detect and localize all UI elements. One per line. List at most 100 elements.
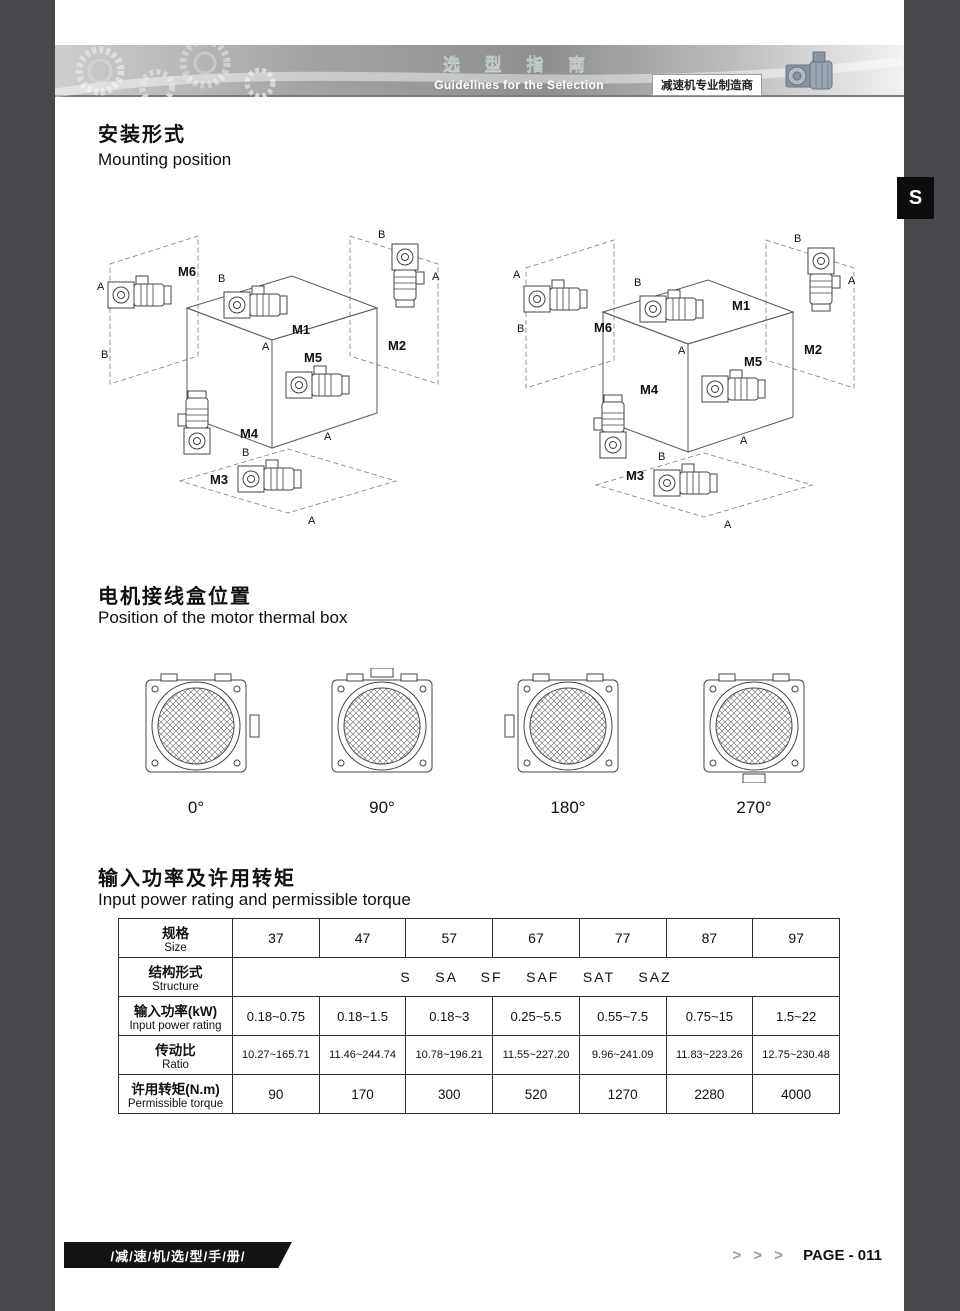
svg-text:B: B xyxy=(634,277,641,289)
svg-text:B: B xyxy=(218,273,225,285)
m1-label: M1 xyxy=(292,322,310,337)
power-title-cn: 输入功率及许用转矩 xyxy=(98,868,296,890)
product-photo xyxy=(785,51,833,90)
thermal-view-90: 90° xyxy=(316,667,448,818)
mounting-title-cn: 安装形式 xyxy=(98,124,186,146)
angle-label: 180° xyxy=(550,798,586,817)
m3-label: M3 xyxy=(626,468,644,483)
table-row-torque: 许用转矩(N.m) Permissible torque 90 170 300 … xyxy=(118,1074,840,1114)
svg-text:A: A xyxy=(262,341,270,353)
svg-text:A: A xyxy=(678,345,686,357)
footer-manual-bar: /减/速/机/选/型/手/册/ xyxy=(64,1242,292,1268)
table-cell: 10.27~165.71 xyxy=(232,1035,320,1075)
table-cell: 1.5~22 xyxy=(752,996,840,1036)
table-cell: 57 xyxy=(405,918,494,958)
table-cell: 90 xyxy=(232,1074,320,1114)
m5-label: M5 xyxy=(304,350,322,365)
table-cell: 10.78~196.21 xyxy=(405,1035,494,1075)
row-header-structure: 结构形式 Structure xyxy=(118,957,233,997)
svg-text:B: B xyxy=(101,349,108,361)
m1-label: M1 xyxy=(732,298,750,313)
svg-text:B: B xyxy=(378,229,385,241)
header-band: 选 型 指 南 Guidelines for the Selection 减速机… xyxy=(55,45,904,97)
svg-text:B: B xyxy=(517,323,524,335)
mounting-diagram-left: M6 A B M1 B A M2 B A M5 A M4 M3 B A xyxy=(97,229,440,527)
footer-page-number: PAGE - 011 xyxy=(803,1247,882,1264)
table-row-ratio: 传动比 Ratio 10.27~165.71 11.46~244.74 10.7… xyxy=(118,1035,840,1075)
table-cell: 0.55~7.5 xyxy=(578,996,667,1036)
gearbox-front-view-icon xyxy=(504,673,619,773)
m5-label: M5 xyxy=(744,354,762,369)
table-cell: 77 xyxy=(578,918,667,958)
header-title: 选 型 指 南 Guidelines for the Selection xyxy=(434,50,604,92)
footer-arrows: > > > xyxy=(732,1247,788,1264)
header-title-cn: 选 型 指 南 xyxy=(442,55,596,74)
table-cell: 520 xyxy=(492,1074,580,1114)
thermal-view-270: 270° xyxy=(688,668,820,818)
svg-text:B: B xyxy=(794,233,801,245)
table-cell: 9.96~241.09 xyxy=(578,1035,667,1075)
thermal-title-cn: 电机接线盒位置 xyxy=(98,586,252,608)
svg-text:B: B xyxy=(242,447,249,459)
row-header-size: 规格 Size xyxy=(118,918,233,958)
thermal-view-180: 180° xyxy=(502,668,634,818)
m2-label: M2 xyxy=(804,342,822,357)
svg-text:A: A xyxy=(97,281,105,293)
table-cell: 11.83~223.26 xyxy=(665,1035,754,1075)
table-cell: 2280 xyxy=(665,1074,754,1114)
table-cell: 1270 xyxy=(578,1074,667,1114)
table-cell: 11.55~227.20 xyxy=(492,1035,580,1075)
table-cell: 0.75~15 xyxy=(665,996,754,1036)
table-cell: 0.18~1.5 xyxy=(318,996,407,1036)
angle-label: 90° xyxy=(369,798,395,817)
row-header-torque: 许用转矩(N.m) Permissible torque xyxy=(118,1074,233,1114)
table-row-size: 规格 Size 37 47 57 67 77 87 97 xyxy=(118,918,840,958)
row-header-input-power: 输入功率(kW) Input power rating xyxy=(118,996,233,1036)
table-cell: 0.18~3 xyxy=(405,996,494,1036)
svg-text:B: B xyxy=(658,451,665,463)
svg-text:A: A xyxy=(740,435,748,447)
manufacturer-badge: 减速机专业制造商 xyxy=(652,74,762,96)
table-cell: 170 xyxy=(318,1074,407,1114)
angle-label: 270° xyxy=(736,798,772,817)
table-cell: 300 xyxy=(405,1074,494,1114)
header-title-en: Guidelines for the Selection xyxy=(434,78,604,92)
table-row-input-power: 输入功率(kW) Input power rating 0.18~0.75 0.… xyxy=(118,996,840,1036)
m4-label: M4 xyxy=(640,382,659,397)
table-cell: 12.75~230.48 xyxy=(752,1035,840,1075)
gearbox-front-view-icon xyxy=(331,667,433,773)
thermal-view-0: 0° xyxy=(130,668,262,818)
section-tab-s: S xyxy=(897,177,934,219)
thermal-box-views: 0° 90° 180° 270° xyxy=(130,667,820,818)
table-row-structure: 结构形式 Structure S SA SF SAF SAT SAZ xyxy=(118,957,840,997)
table-cell: 97 xyxy=(752,918,840,958)
table-cell: 67 xyxy=(492,918,580,958)
table-cell: 0.18~0.75 xyxy=(232,996,320,1036)
svg-text:A: A xyxy=(308,515,316,527)
svg-text:A: A xyxy=(324,431,332,443)
table-cell: 0.25~5.5 xyxy=(492,996,580,1036)
footer-right: > > > PAGE - 011 xyxy=(732,1247,882,1264)
angle-label: 0° xyxy=(187,798,205,817)
table-cell: 4000 xyxy=(752,1074,840,1114)
m2-label: M2 xyxy=(388,338,406,353)
m4-label: M4 xyxy=(240,426,259,441)
table-cell: 87 xyxy=(665,918,754,958)
mounting-title-en: Mounting position xyxy=(98,150,232,169)
svg-text:A: A xyxy=(724,519,732,531)
row-header-ratio: 传动比 Ratio xyxy=(118,1035,233,1075)
mounting-diagram-right: M6 A B M1 B A M2 B A M5 A M4 M3 B A xyxy=(513,233,856,531)
left-edge-bar xyxy=(0,0,55,1311)
svg-text:A: A xyxy=(513,269,521,281)
table-cell: 47 xyxy=(318,918,407,958)
thermal-title-en: Position of the motor thermal box xyxy=(98,608,348,627)
svg-text:A: A xyxy=(848,275,856,287)
m6-label: M6 xyxy=(594,320,612,335)
gearbox-front-view-icon xyxy=(703,673,805,784)
spec-table: 规格 Size 37 47 57 67 77 87 97 结构形式 Struct… xyxy=(118,918,840,1114)
gearbox-front-view-icon xyxy=(145,673,260,773)
svg-text:A: A xyxy=(432,271,440,283)
table-cell-structure: S SA SF SAF SAT SAZ xyxy=(232,957,840,997)
power-title-en: Input power rating and permissible torqu… xyxy=(98,890,411,909)
